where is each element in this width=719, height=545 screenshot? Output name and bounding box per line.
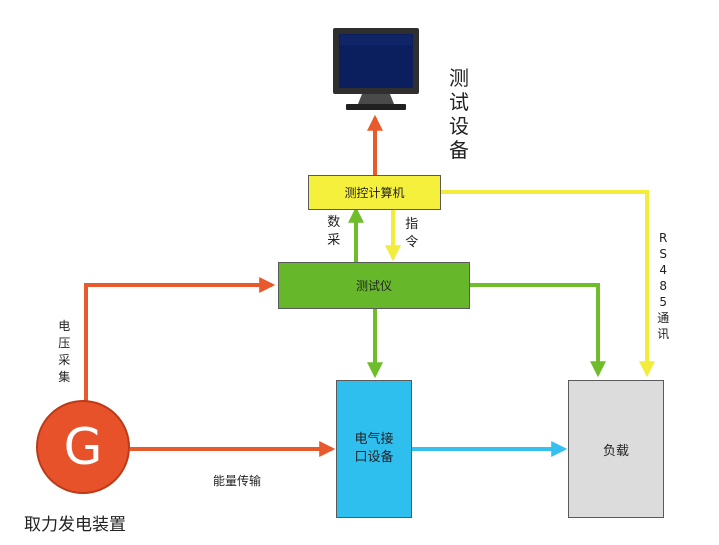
generator-letter: G: [63, 418, 103, 476]
load-label: 负载: [602, 443, 629, 459]
test-equipment-label: 测试设备: [449, 66, 469, 162]
generator-circle: G: [36, 400, 130, 494]
interface-label-line1: 电气接: [354, 432, 394, 447]
data-acquisition-label: 数采: [327, 215, 341, 248]
tester-box: 测试仪: [278, 262, 470, 309]
interface-box: 电气接 口设备: [336, 380, 412, 518]
tester-label: 测试仪: [355, 279, 392, 293]
monitor-icon: [333, 28, 419, 110]
computer-label: 测控计算机: [344, 186, 405, 200]
rs485-label: RS485通讯: [657, 231, 670, 341]
interface-label-line2: 口设备: [354, 450, 394, 465]
arrow-generator-to-tester: [84, 277, 276, 404]
load-box: 负载: [568, 380, 664, 518]
energy-transfer-label: 能量传输: [213, 474, 262, 488]
arrow-computer-to-load: [441, 190, 655, 378]
command-label: 指令: [405, 217, 419, 250]
arrow-tester-to-load: [470, 283, 606, 378]
voltage-acquisition-label: 电压采集: [58, 319, 71, 384]
generator-caption: 取力发电装置: [24, 515, 126, 535]
computer-box: 测控计算机: [308, 175, 441, 210]
